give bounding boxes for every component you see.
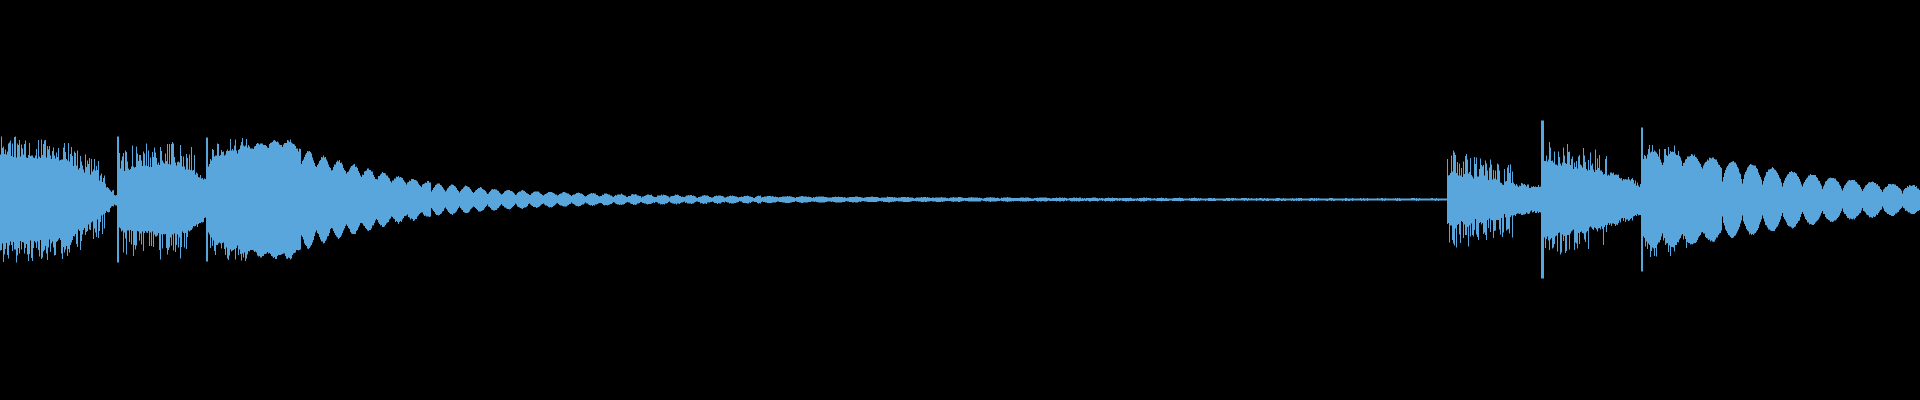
waveform-path — [0, 120, 1920, 279]
